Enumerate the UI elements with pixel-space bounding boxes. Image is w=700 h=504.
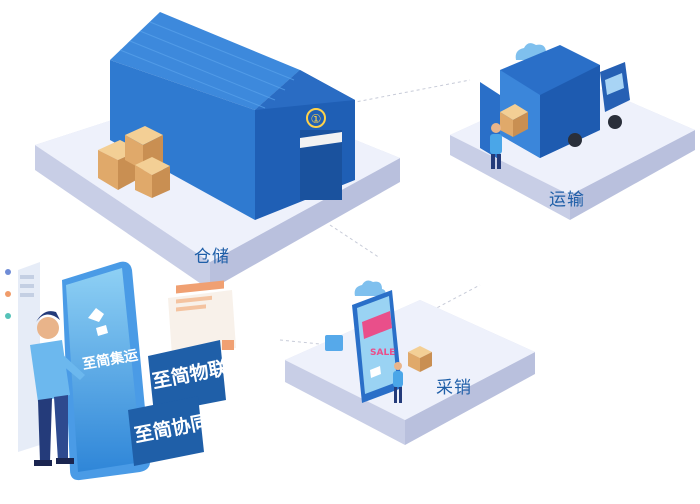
sale-text: SALE — [370, 348, 395, 358]
procurement-box — [408, 346, 432, 372]
procurement-platform — [285, 300, 535, 445]
warehouse-boxes — [98, 126, 170, 198]
cloud-icon — [354, 280, 386, 296]
big-phone — [5, 261, 150, 481]
warehouse-label: 仓储 — [194, 247, 230, 267]
procurement-label: 采销 — [436, 378, 472, 398]
transport-label: 运输 — [549, 190, 585, 210]
floating-card — [325, 335, 343, 351]
shopping-phone: SALE — [352, 211, 402, 403]
warehouse-building: ① — [110, 12, 355, 220]
warehouse-badge-icon: ① — [311, 112, 322, 126]
small-figure — [393, 362, 403, 403]
person-illustration — [30, 311, 85, 466]
orange-card — [168, 280, 236, 356]
connector-lines — [279, 79, 481, 346]
truck-illustration — [480, 45, 630, 169]
tag-wuliu-bg — [148, 340, 226, 414]
tag-xietong-bg — [128, 396, 204, 466]
